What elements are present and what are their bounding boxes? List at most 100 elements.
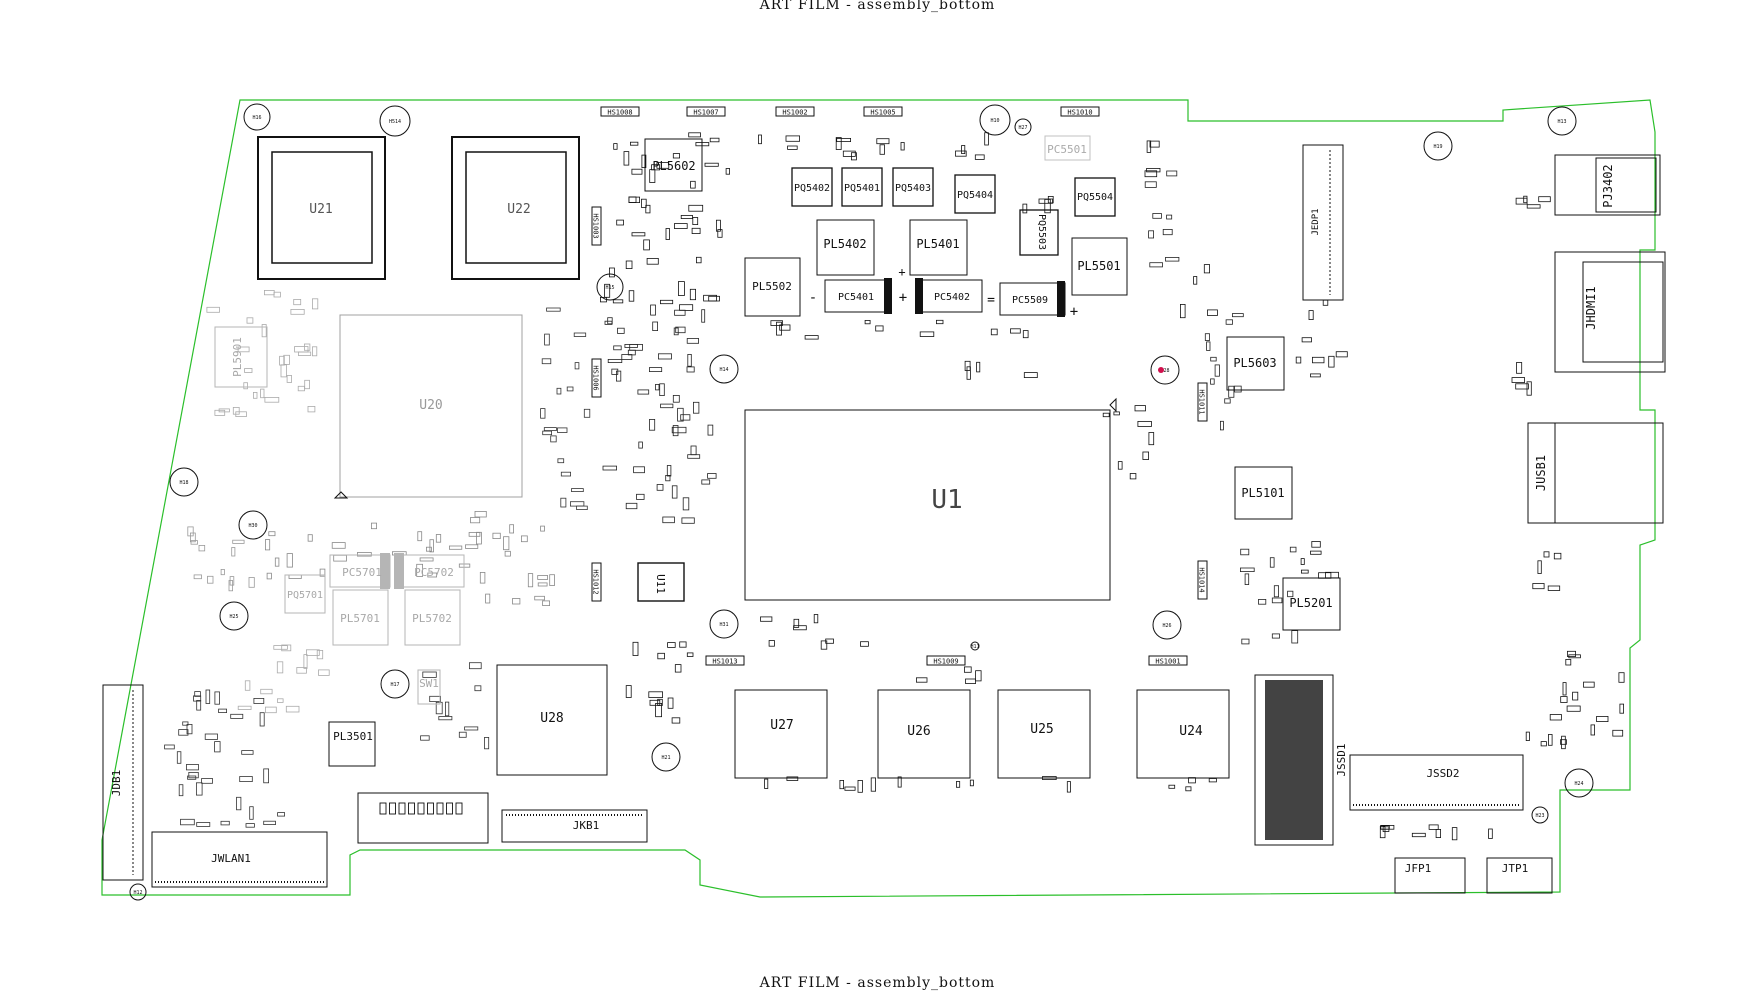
passive-component [974,154,985,160]
passive-component [679,641,687,648]
passive-component [686,652,694,657]
passive-component [1148,432,1155,446]
mount-hole-label: H27 [1018,125,1027,131]
passive-component [1149,140,1160,148]
passive-component [1515,197,1528,205]
mount-hole: H12 [129,883,147,901]
passive-component [476,531,482,545]
passive-component [231,547,236,557]
chip-label: U20 [419,398,442,413]
mount-hole-label: H30 [248,523,257,529]
mount-hole: H25 [219,601,249,631]
passive-component [263,820,276,826]
passive-component [485,593,491,604]
passive-component [628,196,641,204]
passive-component [936,319,944,325]
passive-component [237,346,250,353]
passive-component [1312,356,1325,364]
passive-component [671,717,681,724]
passive-component [1583,681,1595,688]
passive-component [180,818,195,826]
passive-component [232,406,240,415]
passive-component [444,701,450,717]
mosfet-PQ5503: PQ5503 [1019,209,1059,256]
polarity-mark: + [899,290,907,306]
connector-label: JSSD1 [1335,743,1348,776]
passive-component [1488,828,1493,839]
passive-component [975,670,982,682]
passive-component [672,153,680,159]
mosfet-PQ5504: PQ5504 [1074,177,1116,217]
passive-component [1023,372,1038,379]
passive-component [674,664,682,673]
passive-component [178,784,184,797]
passive-component [621,354,633,360]
passive-component [1590,724,1595,736]
passive-component [660,403,674,409]
passive-component [964,360,971,371]
chip-label: U22 [507,202,530,217]
passive-component [583,408,591,418]
passive-component [542,430,553,436]
passive-component [984,132,989,146]
passive-component [261,324,267,338]
passive-component-field [164,132,1625,841]
polarity-mark: + [898,265,905,279]
passive-component [252,391,258,399]
chip-U1: U1 [744,397,1117,601]
passive-component [571,488,584,493]
passive-component [1210,378,1215,385]
passive-component [658,353,672,360]
heatsink-tag-label: HS1010 [1067,109,1092,117]
passive-component [681,517,695,524]
passive-component [570,501,585,507]
heatsink-tag-label: HS1007 [693,109,718,117]
passive-component [560,497,567,508]
heatsink-tag: HS1006 [591,358,602,398]
mount-hole-label: H15 [605,285,614,291]
connector-label: JFP1 [1405,862,1432,875]
passive-component [281,644,292,652]
passive-component [464,726,479,731]
passive-component [787,145,798,150]
passive-component [665,228,670,240]
passive-component [1301,569,1309,574]
film-title-bottom: ART FILM - assembly_bottom [759,975,996,991]
mount-hole: H30 [238,510,268,540]
passive-component [189,532,196,543]
passive-component [764,778,769,789]
passive-component [633,466,645,474]
passive-component [164,744,175,750]
passive-component [573,332,587,337]
connector-label: JWLAN1 [211,852,251,865]
passive-component [860,641,869,647]
passive-component [793,618,800,628]
passive-component [1526,204,1541,209]
mount-hole-label: H21 [661,755,670,761]
passive-component [274,557,280,567]
passive-component [286,553,293,568]
passive-component [1148,230,1154,239]
passive-component [214,691,220,705]
passive-component [1335,351,1348,358]
passive-component [1567,650,1577,657]
passive-component [1214,364,1220,377]
passive-component [1206,341,1211,351]
passive-component [955,150,967,157]
passive-component [665,474,671,482]
chip-label: U27 [770,718,793,733]
passive-component [688,132,701,138]
chip-label: U24 [1179,724,1203,739]
passive-component [1612,729,1624,737]
passive-component [297,351,312,356]
passive-component [625,502,638,510]
passive-component [1560,696,1568,703]
passive-component [976,361,981,373]
passive-component [537,575,549,580]
inductor-PL5501: PL5501 [1071,237,1128,296]
passive-component [195,782,203,796]
passive-component [611,368,619,375]
mount-hole-label: H514 [389,119,401,125]
passive-component [1022,203,1028,214]
